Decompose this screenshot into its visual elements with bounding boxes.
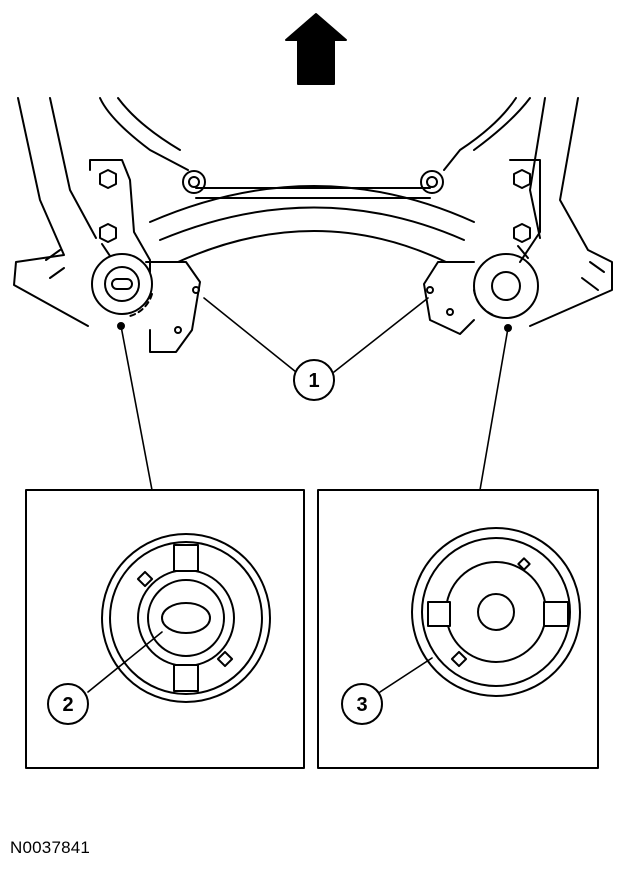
detail-box-left — [25, 489, 305, 769]
left-cam-assembly — [89, 159, 201, 353]
detail-leaders — [120, 325, 509, 491]
engine-block-left — [13, 97, 189, 327]
callout-2-circle — [47, 683, 89, 725]
arrow-up-icon — [285, 13, 347, 85]
callout-1-label: 1 — [308, 370, 319, 392]
callout-3-label: 3 — [356, 694, 367, 716]
figure-id: N0037841 — [10, 838, 91, 857]
right-cam-assembly — [423, 159, 541, 335]
timing-cover — [149, 170, 475, 263]
callout-3-circle — [341, 683, 383, 725]
callout-1-circle — [293, 359, 335, 401]
engine-block-right — [443, 97, 613, 327]
callout-1-leaders — [203, 297, 429, 373]
callout-2-label: 2 — [62, 694, 73, 716]
detail-box-right — [317, 489, 599, 769]
